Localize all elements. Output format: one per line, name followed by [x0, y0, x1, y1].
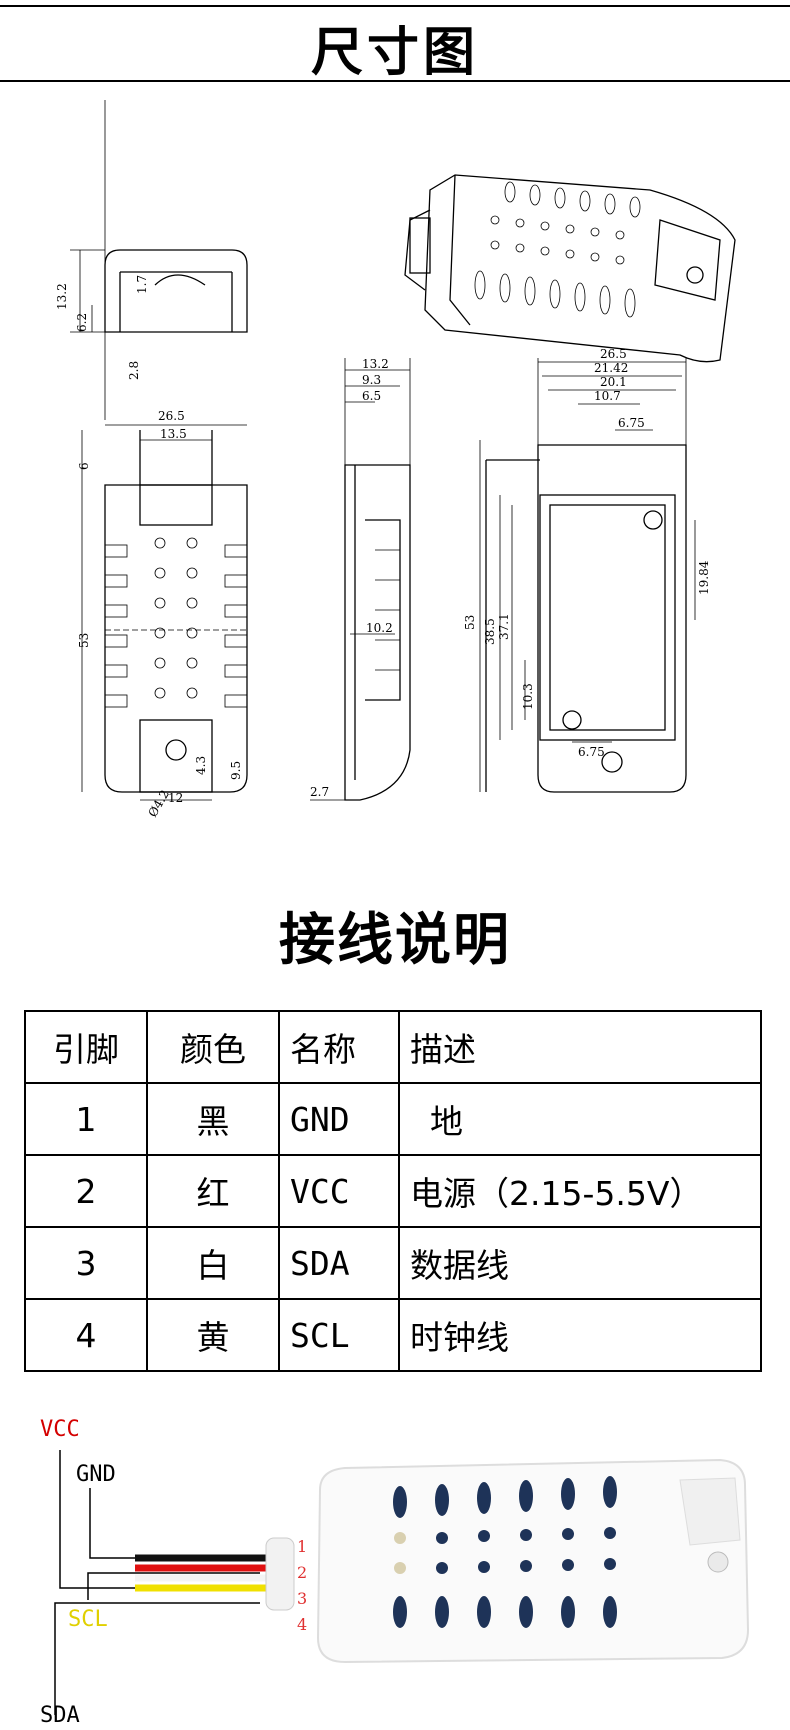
sensor-body — [316, 1458, 750, 1664]
bv-dim-26.5: 26.5 — [600, 347, 627, 361]
tv-dim-6.2: 6.2 — [75, 313, 89, 332]
label-sda: SDA — [40, 1703, 80, 1728]
tv-dim-1.7: 1.7 — [135, 275, 149, 294]
cell-desc: 数据线 — [398, 1226, 762, 1300]
label-vcc: VCC — [40, 1417, 80, 1442]
cell-name: SDA — [278, 1226, 400, 1300]
table-header-row: 引脚 颜色 名称 描述 — [24, 1010, 762, 1084]
cell-desc: 电源（2.15-5.5V） — [398, 1154, 762, 1228]
header-desc: 描述 — [398, 1010, 762, 1084]
sv-dim-2.7: 2.7 — [310, 785, 329, 799]
fv-dim-13.5: 13.5 — [160, 427, 187, 441]
cell-pin: 2 — [24, 1154, 148, 1228]
bv-dim-21.42: 21.42 — [594, 361, 628, 375]
back-view-drawing: 26.5 21.42 20.1 10.7 6.75 19.84 38.5 37.… — [463, 347, 711, 793]
fv-dim-53: 53 — [77, 633, 91, 648]
cell-pin: 3 — [24, 1226, 148, 1300]
sv-dim-6.5: 6.5 — [362, 389, 381, 403]
cell-name: SCL — [278, 1298, 400, 1372]
cell-desc: 地 — [398, 1082, 762, 1156]
wire-connector — [265, 1537, 295, 1611]
sv-dim-13.2: 13.2 — [362, 357, 389, 371]
header-pin: 引脚 — [24, 1010, 148, 1084]
fv-dim-6: 6 — [77, 462, 91, 470]
wiring-title: 接线说明 — [279, 908, 511, 973]
bv-dim-6.75-top: 6.75 — [618, 416, 645, 430]
cell-color: 白 — [146, 1226, 280, 1300]
cell-color: 黄 — [146, 1298, 280, 1372]
bv-dim-53: 53 — [463, 615, 477, 630]
bv-dim-38.5: 38.5 — [483, 618, 497, 645]
header-name: 名称 — [278, 1010, 400, 1084]
fv-dim-9.5: 9.5 — [229, 761, 243, 780]
sv-dim-10.2: 10.2 — [366, 621, 393, 635]
top-rule — [0, 5, 790, 7]
dimension-drawings: 13.2 6.2 1.7 2.8 26.5 13.5 6 53 — [55, 100, 736, 820]
table-row: 2 红 VCC 电源（2.15-5.5V） — [24, 1154, 762, 1228]
dimension-title: 尺寸图 — [310, 23, 479, 83]
fv-dim-4.3: 4.3 — [194, 756, 208, 775]
wire-diagram: VCC GND SCL SDA 1 2 3 4 — [40, 1417, 750, 1728]
bv-dim-6.75-bottom: 6.75 — [578, 745, 605, 759]
cell-name: VCC — [278, 1154, 400, 1228]
label-gnd: GND — [76, 1462, 116, 1487]
tv-dim-2.8: 2.8 — [127, 361, 141, 380]
bv-dim-10.3: 10.3 — [521, 683, 535, 710]
bv-dim-20.1: 20.1 — [600, 375, 627, 389]
fv-dim-12: 12 — [168, 791, 183, 805]
pin-number-2: 2 — [297, 1563, 307, 1582]
cell-name: GND — [278, 1082, 400, 1156]
table-row: 4 黄 SCL 时钟线 — [24, 1298, 762, 1372]
cell-pin: 4 — [24, 1298, 148, 1372]
table-row: 3 白 SDA 数据线 — [24, 1226, 762, 1300]
bv-dim-37.1: 37.1 — [497, 613, 511, 640]
bv-dim-10.7: 10.7 — [594, 389, 621, 403]
pin-number-4: 4 — [297, 1615, 307, 1634]
cell-color: 红 — [146, 1154, 280, 1228]
top-view-drawing: 13.2 6.2 1.7 2.8 — [55, 249, 248, 380]
cell-pin: 1 — [24, 1082, 148, 1156]
label-scl: SCL — [68, 1607, 108, 1632]
bv-dim-19.84: 19.84 — [697, 560, 711, 595]
pin-table: 引脚 颜色 名称 描述 1 黑 GND 地 2 红 VCC 电源（2.15-5.… — [24, 1010, 762, 1372]
title-rule — [0, 80, 790, 82]
cell-desc: 时钟线 — [398, 1298, 762, 1372]
side-view-drawing: 13.2 9.3 6.5 10.2 2.7 — [310, 357, 411, 801]
front-view-drawing: 26.5 13.5 6 53 4.3 9.5 Ø4.2 12 — [77, 100, 248, 820]
pin-number-1: 1 — [297, 1537, 307, 1556]
pin-number-3: 3 — [297, 1589, 307, 1608]
table-row: 1 黑 GND 地 — [24, 1082, 762, 1156]
tv-dim-13.2: 13.2 — [55, 283, 69, 310]
cell-color: 黑 — [146, 1082, 280, 1156]
header-color: 颜色 — [146, 1010, 280, 1084]
isometric-sensor-drawing — [404, 174, 736, 363]
fv-dim-26.5: 26.5 — [158, 409, 185, 423]
sv-dim-9.3: 9.3 — [362, 373, 381, 387]
